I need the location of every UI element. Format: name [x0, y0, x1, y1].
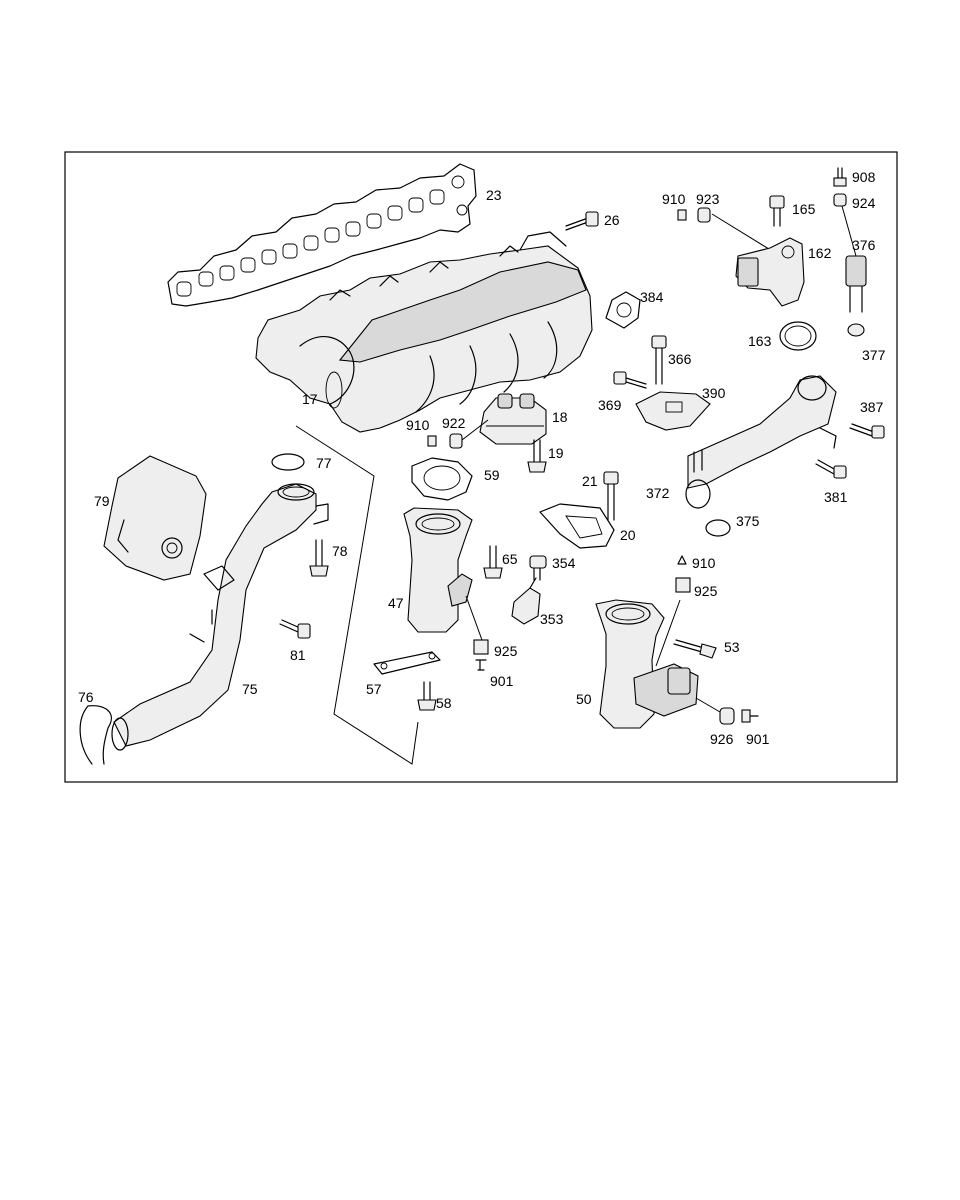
label-57: 57: [366, 681, 382, 697]
label-79: 79: [94, 493, 110, 509]
part-77-oring: [271, 453, 305, 471]
label-926: 926: [710, 731, 734, 747]
part-21-bolt: [603, 471, 619, 521]
label-901-a: 901: [490, 673, 514, 689]
part-353-valve: [511, 577, 541, 625]
label-381: 381: [824, 489, 848, 505]
label-366: 366: [668, 351, 692, 367]
part-369-bolt: [613, 371, 647, 389]
part-18-actuator: [479, 393, 547, 445]
label-47: 47: [388, 595, 404, 611]
part-79-heat-shield: [103, 455, 207, 581]
part-163-oring: [779, 321, 817, 351]
label-59: 59: [484, 467, 500, 483]
label-908: 908: [852, 169, 876, 185]
label-923: 923: [696, 191, 720, 207]
part-384-gasket: [605, 291, 641, 329]
label-369: 369: [598, 397, 622, 413]
part-20-plate: [539, 503, 615, 549]
label-58: 58: [436, 695, 452, 711]
part-26-bolt: [565, 211, 599, 231]
label-924: 924: [852, 195, 876, 211]
part-165-bolt: [769, 195, 785, 227]
label-375: 375: [736, 513, 760, 529]
part-78-bolt: [309, 539, 329, 577]
part-47-tube: [403, 507, 483, 641]
label-81: 81: [290, 647, 306, 663]
label-75: 75: [242, 681, 258, 697]
label-910-c: 910: [692, 555, 716, 571]
part-59-gasket: [411, 457, 473, 501]
label-901-b: 901: [746, 731, 770, 747]
group-bracket-lines: [295, 425, 419, 765]
label-925-a: 925: [694, 583, 718, 599]
part-23-gasket: [167, 163, 477, 307]
part-81-bolt: [279, 619, 311, 639]
label-910-a: 910: [662, 191, 686, 207]
label-376: 376: [852, 237, 876, 253]
part-926-901-pins-right: [719, 707, 759, 725]
label-77: 77: [316, 455, 332, 471]
part-58-bolt: [417, 681, 437, 711]
label-910-b: 910: [406, 417, 430, 433]
label-65: 65: [502, 551, 518, 567]
label-23: 23: [486, 187, 502, 203]
part-381-bolt: [815, 459, 847, 479]
label-390: 390: [702, 385, 726, 401]
part-53-bolt: [673, 639, 717, 659]
label-387: 387: [860, 399, 884, 415]
part-76-clamp: [79, 705, 112, 765]
part-387-bolt: [849, 423, 885, 439]
callout-labels: 23 26 17 384 910 923 165 908 924 376 162…: [78, 169, 886, 747]
part-910-922-pins: [427, 419, 489, 449]
part-372-377-pipe: [685, 375, 837, 509]
label-26: 26: [604, 212, 620, 228]
part-65-bolt: [483, 545, 503, 579]
label-353: 353: [540, 611, 564, 627]
label-17: 17: [302, 391, 318, 407]
label-925-b: 925: [494, 643, 518, 659]
part-910-925-connector-right: [675, 555, 691, 593]
part-57-bracket: [373, 651, 441, 675]
part-925-901-connector-left: [473, 639, 489, 671]
label-163: 163: [748, 333, 772, 349]
label-372: 372: [646, 485, 670, 501]
label-76: 76: [78, 689, 94, 705]
part-375-oring: [705, 519, 731, 537]
label-162: 162: [808, 245, 832, 261]
part-390-bracket: [635, 391, 711, 431]
label-19: 19: [548, 445, 564, 461]
label-53: 53: [724, 639, 740, 655]
part-354-bolt: [529, 555, 547, 581]
label-18: 18: [552, 409, 568, 425]
part-366-bolt: [651, 335, 667, 385]
part-17-manifold: [255, 231, 593, 433]
part-50-valve: [595, 599, 721, 729]
label-354: 354: [552, 555, 576, 571]
label-78: 78: [332, 543, 348, 559]
label-20: 20: [620, 527, 636, 543]
label-922: 922: [442, 415, 466, 431]
label-21: 21: [582, 473, 598, 489]
label-165: 165: [792, 201, 816, 217]
part-75-pipe: [111, 483, 329, 751]
part-162-housing: [735, 237, 805, 307]
part-908-924-376-sensor: [833, 167, 867, 337]
label-377: 377: [862, 347, 886, 363]
label-384: 384: [640, 289, 664, 305]
part-19-bolt: [527, 439, 547, 473]
label-50: 50: [576, 691, 592, 707]
